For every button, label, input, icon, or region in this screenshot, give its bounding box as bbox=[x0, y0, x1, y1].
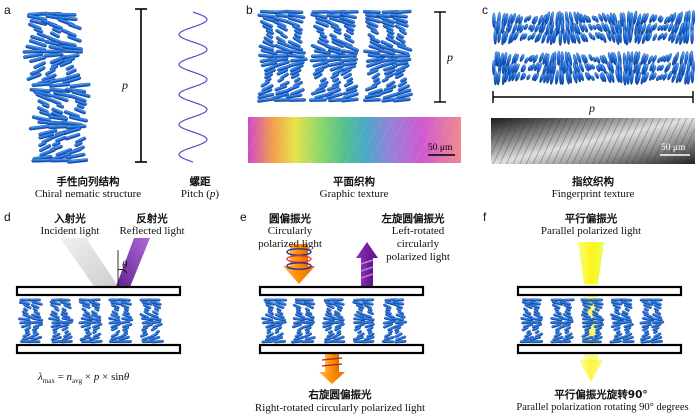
left-rotated-en1: Left-rotated bbox=[391, 225, 445, 237]
fingerprint-label-en: Fingerprint texture bbox=[551, 188, 635, 200]
panel-b-letter: b bbox=[246, 3, 253, 17]
reflected-light-zh: 反射光 bbox=[136, 213, 168, 225]
chiral-nematic-column bbox=[22, 11, 91, 164]
panel-e-letter: e bbox=[240, 210, 247, 224]
panel-f-bottom-plate bbox=[516, 343, 683, 355]
right-rotated-en: Right-rotated circularly polarized light bbox=[254, 402, 426, 414]
reflected-light-en: Reflected light bbox=[119, 225, 185, 237]
pitch-bar-a bbox=[135, 8, 147, 163]
left-rotated-en3: polarized light bbox=[386, 251, 450, 263]
graphic-texture-label-zh: 平面织构 bbox=[333, 176, 375, 188]
pitch-bar-b bbox=[434, 11, 446, 103]
panel-f-cell-columns bbox=[519, 298, 665, 344]
pitch-bar-c bbox=[492, 91, 694, 103]
incident-light-zh: 入射光 bbox=[54, 213, 86, 225]
circularly-polarized-zh: 圆偏振光 bbox=[269, 213, 311, 225]
panel-d-light-beams bbox=[60, 238, 150, 292]
panel-a-letter: a bbox=[4, 3, 11, 17]
scale-bar-b: 50 μm bbox=[428, 143, 453, 153]
parallel-rotated-en: Parallel polarization rotating 90° degre… bbox=[516, 402, 689, 413]
graphic-texture-label-en: Graphic texture bbox=[319, 188, 389, 200]
pitch-label-zh: 螺距 bbox=[189, 176, 211, 188]
panel-f-top-plate bbox=[516, 285, 683, 297]
theta-angle-label: θ bbox=[122, 259, 128, 271]
incident-light-en: Incident light bbox=[40, 225, 100, 237]
parallel-polarized-en: Parallel polarized light bbox=[540, 225, 642, 237]
right-rotated-zh: 右旋圆偏振光 bbox=[308, 389, 372, 401]
panel-e-top-plate bbox=[258, 285, 425, 297]
pitch-label-b: p bbox=[447, 50, 453, 64]
parallel-polarized-zh: 平行偏振光 bbox=[564, 213, 618, 225]
bragg-formula: λmax = navg × p × sinθ bbox=[38, 371, 130, 386]
circularly-polarized-en2: polarized light bbox=[258, 238, 322, 250]
helix-spring bbox=[178, 11, 208, 163]
panel-e-cell-columns bbox=[261, 298, 407, 344]
fingerprint-texture-columns bbox=[492, 9, 696, 86]
pitch-label-c: p bbox=[589, 101, 595, 115]
circularly-polarized-en1: Circularly bbox=[267, 225, 313, 237]
fingerprint-label-zh: 指纹织构 bbox=[572, 176, 614, 188]
panel-d-letter: d bbox=[4, 210, 11, 224]
left-rotated-en2: circularly bbox=[396, 238, 440, 250]
chiral-nematic-label-zh: 手性向列结构 bbox=[56, 176, 120, 188]
panel-c-letter: c bbox=[482, 3, 488, 17]
panel-d-top-plate bbox=[15, 285, 182, 297]
pitch-label-en: Pitch (p) bbox=[180, 188, 220, 200]
graphic-texture-columns bbox=[257, 9, 413, 103]
parallel-rotated-zh: 平行偏振光旋转90° bbox=[554, 389, 648, 401]
left-rotated-zh: 左旋圆偏振光 bbox=[381, 213, 445, 225]
panel-e-beams bbox=[283, 242, 378, 384]
panel-d-cell-columns bbox=[18, 298, 164, 344]
panel-e-bottom-plate bbox=[258, 343, 425, 355]
pitch-label-a: p bbox=[122, 78, 128, 92]
scale-bar-c: 50 μm bbox=[661, 143, 686, 153]
chiral-nematic-label-en: Chiral nematic structure bbox=[34, 188, 142, 200]
panel-f-letter: f bbox=[483, 210, 487, 224]
panel-d-bottom-plate bbox=[15, 343, 182, 355]
